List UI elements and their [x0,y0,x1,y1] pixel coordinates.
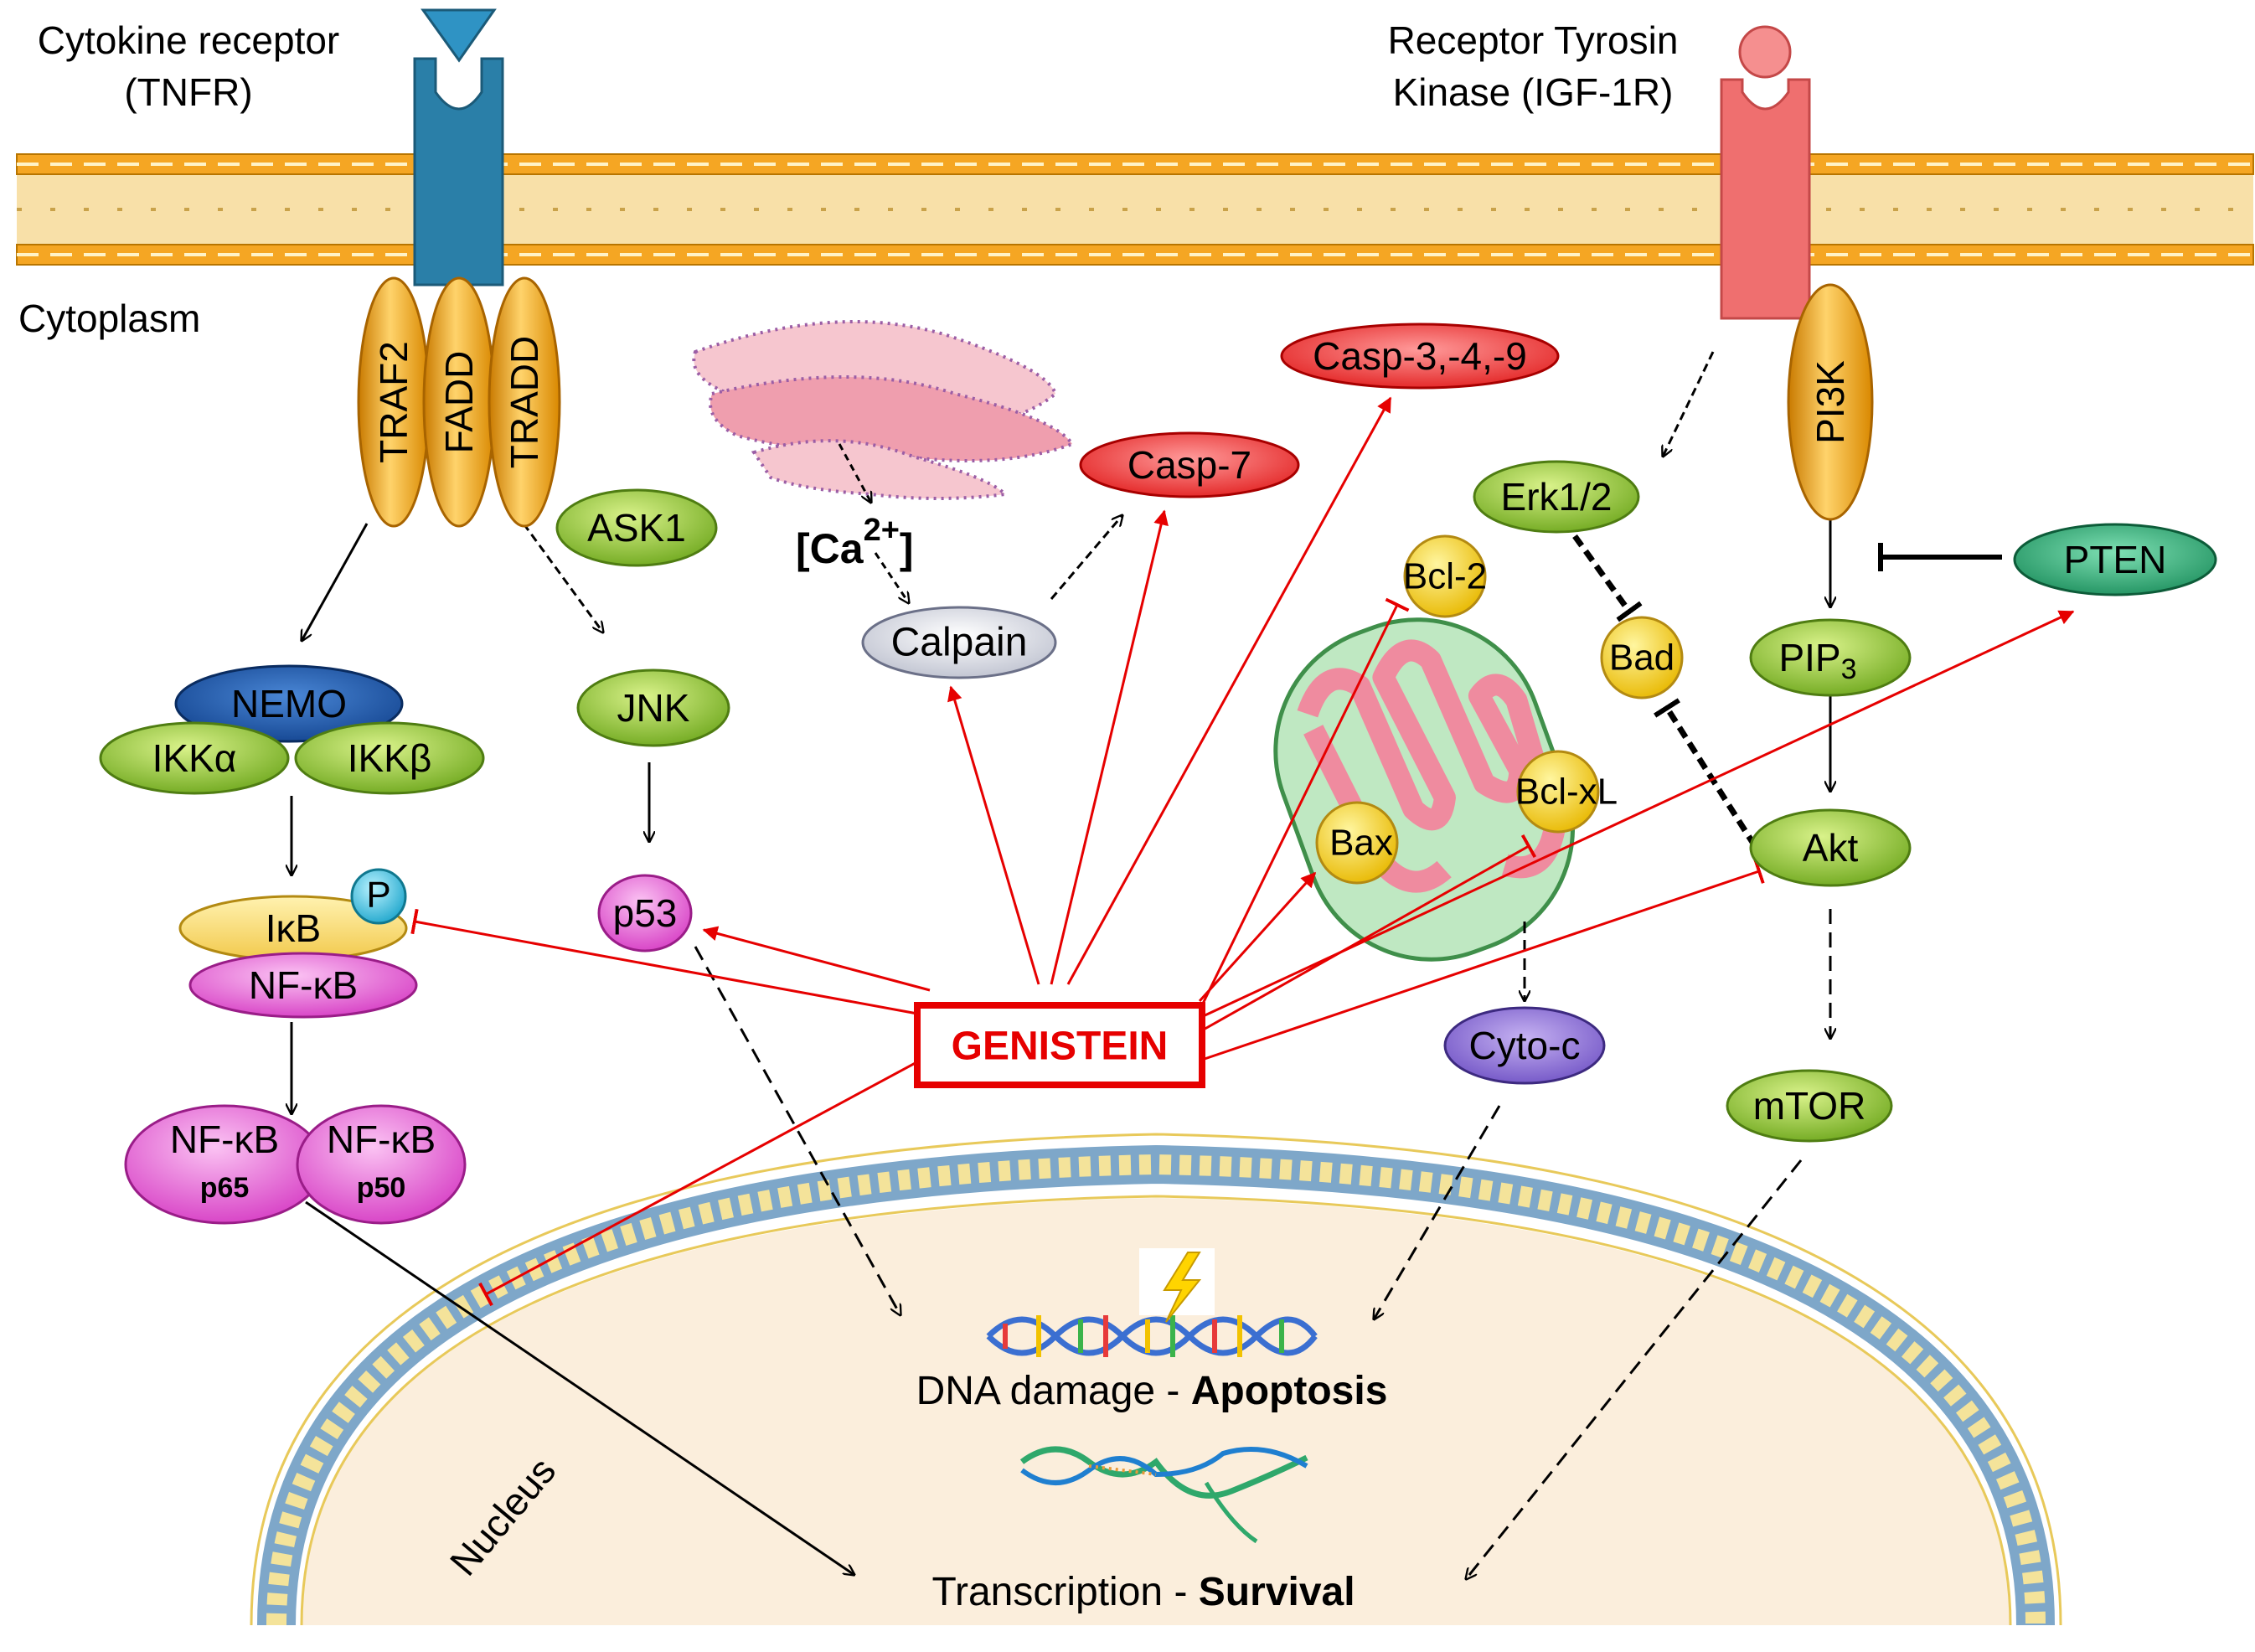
svg-text:PTEN: PTEN [2064,538,2167,581]
svg-text:GENISTEIN: GENISTEIN [952,1025,1169,1069]
ligand-triangle-icon [421,8,497,63]
svg-text:p65: p65 [200,1172,250,1204]
svg-text:P: P [366,875,390,916]
cytokine-receptor-label: Cytokine receptor (TNFR) [38,18,340,114]
svg-text:mTOR: mTOR [1753,1084,1866,1128]
pi3k-protein: PI3K [1787,283,1874,521]
nfkb-p50-protein: NF-κB p50 [296,1104,467,1225]
nucleus [0,1133,2255,1652]
igf1-ligand-icon [1738,25,1792,79]
svg-text:NF-κB: NF-κB [170,1118,279,1161]
casp7-protein: Casp-7 [1079,431,1300,498]
nemo-protein: NEMO [174,664,404,743]
svg-text:ASK1: ASK1 [587,506,686,550]
bax-protein: Bax [1315,801,1399,885]
svg-text:Akt: Akt [1803,826,1859,870]
svg-text:Calpain: Calpain [891,621,1028,665]
dna-damage-apoptosis-label: DNA damage - Apoptosis [916,1369,1388,1413]
tnfr-receptor [413,8,504,287]
bad-protein: Bad [1600,616,1684,700]
jnk-protein: JNK [576,669,730,747]
phosphate-icon: P [350,868,407,925]
svg-text:IKKβ: IKKβ [348,736,432,780]
cytoc-protein: Cyto-c [1443,1006,1606,1085]
transcription-survival-label: Transcription - Survival [931,1570,1355,1614]
igf1r-receptor [1720,25,1811,320]
cytoplasm-label: Cytoplasm [18,297,200,340]
rtk-label: Receptor Tyrosin Kinase (IGF-1R) [1388,18,1679,114]
svg-text:Bax: Bax [1329,823,1393,864]
rna-transcription-icon [1019,1446,1308,1544]
svg-text:Cyto-c: Cyto-c [1469,1024,1581,1067]
pten-protein: PTEN [2013,523,2217,596]
svg-text:IKKα: IKKα [152,736,237,780]
erk12-protein: Erk1/2 [1473,460,1640,534]
nfkb-protein: NF-κB [188,952,418,1019]
black-inhibition-lines [1572,534,2002,848]
ask1-protein: ASK1 [555,488,718,567]
svg-text:Bcl-2: Bcl-2 [1403,556,1487,597]
svg-text:TRAF2: TRAF2 [372,341,415,463]
plasma-membrane [16,153,2254,266]
black-pathway-arrows [292,351,1830,1579]
traf2-protein: TRAF2 [357,276,431,528]
casp349-protein: Casp-3,-4,-9 [1280,323,1560,390]
fadd-protein: FADD [422,276,496,528]
svg-text:TRADD: TRADD [503,336,546,468]
nfkb-p65-protein: NF-κB p65 [124,1104,325,1225]
p53-protein: p53 [597,874,693,952]
mtor-protein: mTOR [1726,1069,1893,1143]
svg-text:IκB: IκB [266,906,321,950]
svg-text:FADD: FADD [437,351,481,454]
calpain-protein: Calpain [861,606,1057,679]
svg-text:p50: p50 [357,1172,406,1204]
svg-text:NF-κB: NF-κB [249,963,358,1007]
svg-text:Bcl-xL: Bcl-xL [1515,772,1618,813]
lightning-bolt-icon [1139,1248,1215,1323]
svg-text:Casp-7: Casp-7 [1128,443,1251,487]
ikka-protein: IKKα [99,721,290,795]
dna-helix-icon [986,1315,1318,1357]
genistein-red-inhibitions [410,597,1765,1307]
calcium-label: [Ca2+] [796,513,914,572]
svg-text:NF-κB: NF-κB [327,1118,436,1161]
tradd-protein: TRADD [488,276,561,528]
svg-text:[Ca2+]: [Ca2+] [796,513,914,572]
svg-text:Kinase (IGF-1R): Kinase (IGF-1R) [1393,70,1674,114]
endoplasmic-reticulum-icon [692,320,1076,500]
svg-text:Cytokine receptor: Cytokine receptor [38,18,340,62]
bclxl-protein: Bcl-xL [1515,750,1618,834]
svg-text:(TNFR): (TNFR) [124,70,252,114]
svg-text:Erk1/2: Erk1/2 [1501,475,1613,519]
svg-text:PI3K: PI3K [1809,360,1852,444]
svg-text:Bad: Bad [1609,638,1674,679]
svg-text:NEMO: NEMO [231,682,347,725]
svg-text:JNK: JNK [617,686,690,730]
svg-text:p53: p53 [613,891,678,935]
ikkb-protein: IKKβ [294,721,485,795]
pip3-protein: PIP3 [1749,618,1912,697]
genistein-box: GENISTEIN [914,1002,1205,1088]
svg-text:Receptor Tyrosin: Receptor Tyrosin [1388,18,1679,62]
bcl2-protein: Bcl-2 [1403,534,1487,618]
svg-text:Casp-3,-4,-9: Casp-3,-4,-9 [1313,334,1527,378]
akt-protein: Akt [1749,808,1912,887]
svg-text:PIP3: PIP3 [1778,636,1856,685]
